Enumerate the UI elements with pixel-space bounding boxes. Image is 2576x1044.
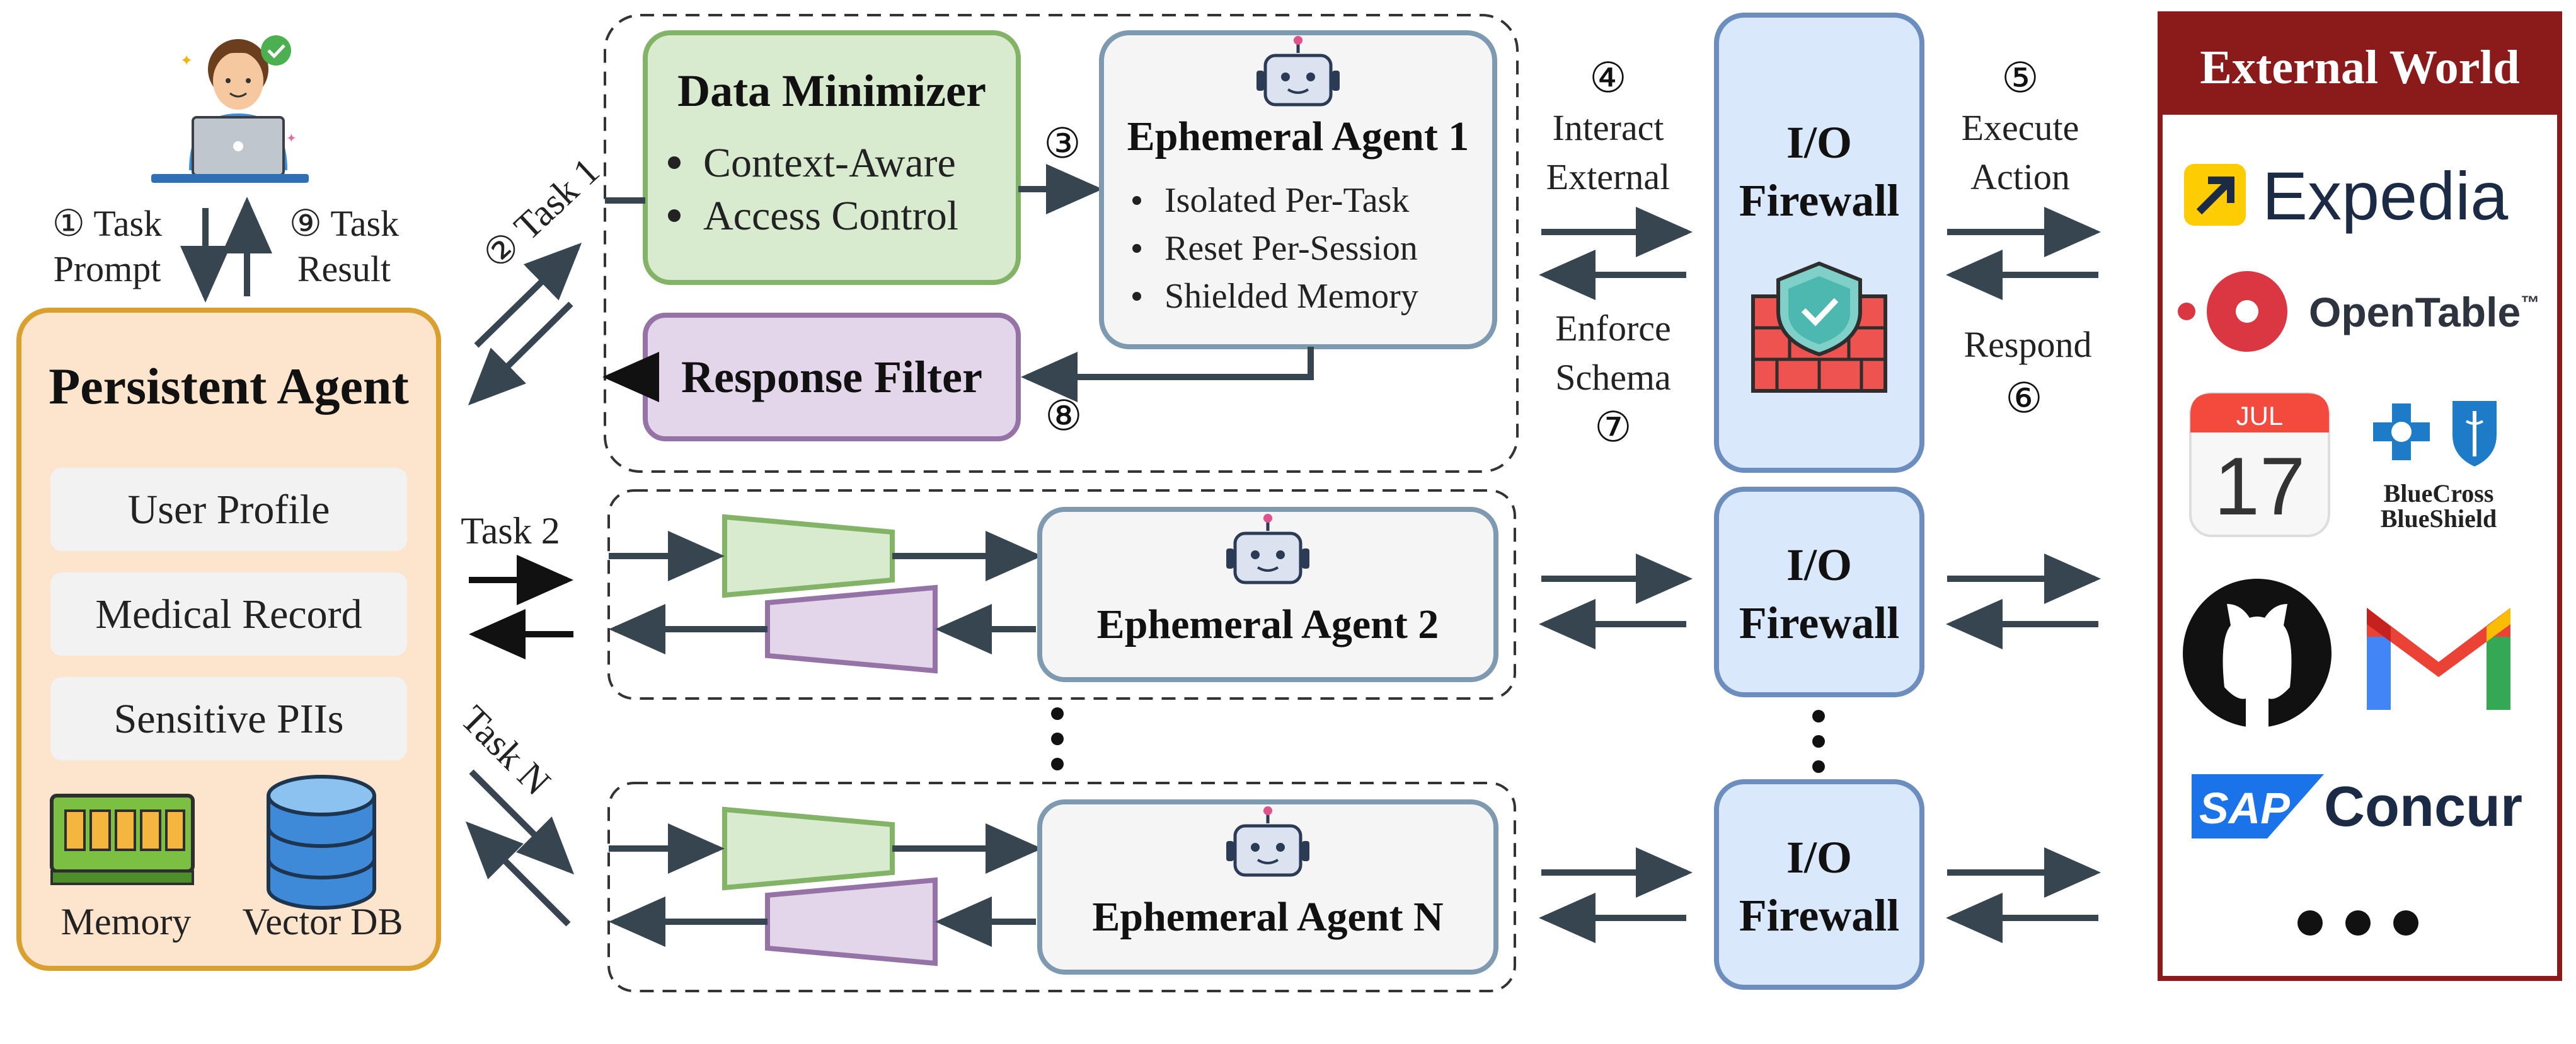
vertical-ellipsis-agents (1051, 707, 1064, 770)
respond-label: Respond (1964, 324, 2092, 365)
medical-record-box (50, 572, 407, 656)
step8-label: ⑧ (1045, 393, 1082, 439)
schema-label: Schema (1555, 357, 1671, 398)
more-services-ellipsis (2297, 910, 2418, 936)
data-minimizer-title: Data Minimizer (677, 66, 986, 116)
firewalln-line2: Firewall (1739, 890, 1900, 941)
task1-dashed-container (604, 14, 1519, 473)
interact-label: Interact (1552, 107, 1664, 148)
ephemeral-agent-n-box (1037, 799, 1498, 975)
step7-label: ⑦ (1594, 405, 1631, 451)
io-firewall-1-box (1714, 13, 1924, 473)
agent1-bullet-shielded: Shielded Memory (1164, 277, 1418, 316)
task2-label: Task 2 (461, 510, 560, 552)
firewall-shield-icon (1751, 261, 1887, 393)
task-prompt-label: ① Task (52, 203, 162, 244)
firewall2-line2: Firewall (1739, 598, 1900, 648)
agent1-bullet-reset: Reset Per-Session (1164, 229, 1418, 268)
user-at-laptop-icon: ✦ ✦ (151, 35, 309, 183)
persistent-agent-title: Persistent Agent (49, 357, 409, 415)
bcbs-line1: BlueCross (2384, 479, 2494, 508)
ephemeral-agent-1-title: Ephemeral Agent 1 (1127, 113, 1469, 160)
response-filter-title: Response Filter (681, 352, 982, 402)
io-firewall-2-box (1714, 487, 1924, 697)
task1-label: ② Task 1 (475, 150, 607, 277)
firewall2-line1: I/O (1786, 540, 1852, 590)
user-profile-label: User Profile (128, 487, 330, 533)
sap-label: SAP (2199, 784, 2290, 833)
bcbs-line2: BlueShield (2381, 504, 2497, 533)
memory-chip-icon (50, 794, 195, 885)
firewalln-line1: I/O (1786, 832, 1852, 883)
external-world-header (2160, 14, 2560, 115)
expedia-label: Expedia (2262, 158, 2509, 234)
data-minimizer-box (643, 30, 1021, 285)
minimizer-bullet-access: Access Control (703, 193, 958, 239)
external-label: External (1546, 156, 1670, 197)
concur-label: Concur (2324, 775, 2522, 838)
vertical-ellipsis-firewalls (1812, 710, 1825, 773)
calendar-day: 17 (2214, 440, 2306, 532)
user-profile-box (50, 468, 407, 551)
ephemeral-agent-n-title: Ephemeral Agent N (1092, 894, 1443, 940)
medical-record-label: Medical Record (95, 591, 362, 637)
step5-label: ⑤ (2001, 55, 2038, 102)
step3-label: ③ (1044, 121, 1081, 167)
minimizer-trapezoid-2 (722, 514, 895, 598)
action-label: Action (1970, 156, 2070, 197)
external-world-title: External World (2200, 41, 2519, 94)
ephemeral-agent-2-box (1037, 507, 1498, 682)
minimizer-trapezoid-n (722, 806, 895, 891)
filter-trapezoid-2 (765, 584, 938, 674)
github-logo-icon (2183, 579, 2332, 728)
taskN-forward-arrow (469, 769, 575, 875)
execute-label: Execute (1962, 107, 2079, 148)
vector-db-label: Vector DB (243, 901, 403, 942)
enforce-label: Enforce (1555, 308, 1671, 349)
sap-logo-icon (2192, 774, 2324, 838)
sensitive-piis-label: Sensitive PIIs (114, 696, 344, 742)
task-prompt-label-2: Prompt (54, 248, 161, 289)
ephemeral-agent-2-title: Ephemeral Agent 2 (1097, 601, 1439, 647)
task-result-label: ⑨ Task (289, 203, 399, 244)
calendar-icon (2189, 392, 2330, 537)
firewall1-line2: Firewall (1739, 175, 1900, 226)
task-result-label-2: Result (297, 248, 391, 289)
sensitive-piis-box (50, 677, 407, 760)
taskN-back-arrow (465, 821, 571, 927)
task2-dashed-container (607, 489, 1516, 700)
robot-icon-2 (1226, 514, 1309, 584)
step4-label: ④ (1589, 55, 1626, 102)
opentable-label: OpenTable™ (2309, 289, 2539, 335)
opentable-logo-icon (2178, 271, 2287, 352)
taskN-label: Task N (453, 698, 558, 803)
robot-icon-n (1226, 806, 1309, 877)
minimizer-bullet-context: Context-Aware (703, 140, 956, 186)
svg-text:✦: ✦ (286, 132, 297, 146)
memory-label: Memory (61, 901, 192, 942)
bluecross-blueshield-icon (2373, 401, 2497, 467)
task1-back-arrow (468, 301, 573, 406)
expedia-logo-icon (2184, 164, 2246, 226)
agent1-bullet-isolated: Isolated Per-Task (1164, 181, 1409, 220)
task1-forward-arrow (474, 243, 582, 348)
ephemeral-agent-1-box (1099, 30, 1497, 349)
firewall1-line1: I/O (1786, 117, 1852, 168)
svg-text:✦: ✦ (180, 53, 193, 69)
step6-label: ⑥ (2005, 376, 2042, 422)
taskN-dashed-container (607, 782, 1516, 992)
vector-db-icon (267, 775, 376, 910)
filter-trapezoid-n (765, 877, 938, 966)
io-firewall-n-box (1714, 779, 1924, 990)
robot-icon (1256, 36, 1340, 107)
agent1-to-filter-arrow (1021, 347, 1314, 402)
calendar-month: JUL (2236, 401, 2284, 431)
gmail-logo-icon (2367, 608, 2510, 710)
